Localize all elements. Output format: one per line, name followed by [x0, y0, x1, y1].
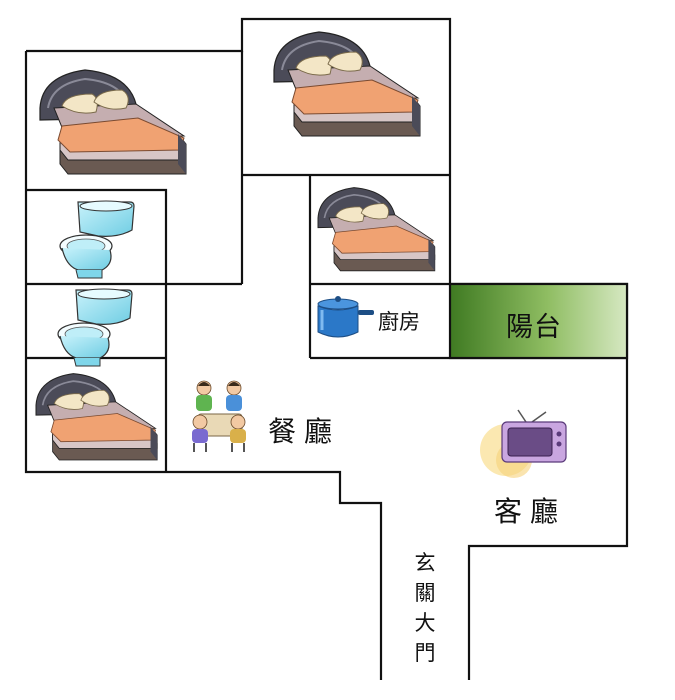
- wall-bath-stack: [26, 188, 168, 472]
- toilet-icon: [59, 200, 135, 279]
- outer-wall-left: [24, 51, 383, 680]
- bed-icon: [317, 186, 436, 272]
- balcony-area: [448, 282, 629, 360]
- dining-room-label: 餐廳: [268, 415, 341, 448]
- living-room-label: 客廳: [494, 495, 567, 528]
- entrance-label: 玄 關 大 門: [412, 548, 438, 668]
- entrance-char: 關: [414, 581, 436, 605]
- dining-people-icon: [192, 380, 246, 452]
- entrance-char: 大: [414, 611, 436, 635]
- bed-icon: [273, 31, 421, 137]
- tv-icon: [480, 409, 567, 478]
- entrance-char: 玄: [414, 551, 436, 575]
- balcony-label: 陽台: [506, 312, 562, 343]
- kitchen-label: 廚房: [378, 310, 420, 334]
- bed-icon: [35, 372, 159, 461]
- toilet-icon: [57, 288, 133, 367]
- bed-icon: [39, 69, 187, 175]
- entrance-char: 門: [414, 641, 436, 665]
- pot-icon: [317, 296, 374, 338]
